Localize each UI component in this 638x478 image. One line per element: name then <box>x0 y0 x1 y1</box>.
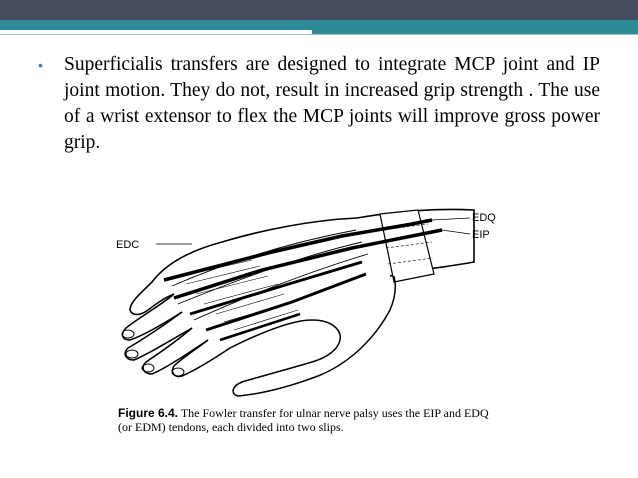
hand-tendon-figure: EDC EDQ EIP <box>112 190 512 400</box>
nail-middle <box>125 349 139 359</box>
header-bar-dark <box>0 0 638 20</box>
header-accent-bar <box>312 30 638 34</box>
bullet-paragraph: • Superficialis transfers are designed t… <box>38 52 600 156</box>
header-bar-teal <box>0 20 638 30</box>
caption-text: The Fowler transfer for ulnar nerve pals… <box>118 406 489 434</box>
little-finger <box>171 339 231 378</box>
tendon-slip-1 <box>189 260 363 316</box>
hand-illustration: EDC EDQ EIP <box>116 208 496 397</box>
label-eip: EIP <box>472 229 490 241</box>
middle-finger <box>124 311 193 361</box>
bullet-text: Superficialis transfers are designed to … <box>64 54 600 153</box>
edq-leader <box>431 217 471 221</box>
tendon-eip <box>173 228 443 300</box>
label-edq: EDQ <box>472 212 496 224</box>
label-edc: EDC <box>116 239 139 251</box>
caption-label: Figure 6.4. <box>118 406 179 420</box>
edc-tendons <box>171 229 369 321</box>
figure-caption: Figure 6.4. The Fowler transfer for ulna… <box>118 406 498 434</box>
nail-ring <box>141 363 155 373</box>
header-divider-line <box>0 34 638 35</box>
thumb-and-palm-outline <box>229 275 396 397</box>
hand-upper-outline <box>129 217 358 316</box>
eip-leader <box>441 229 471 235</box>
nail-index <box>121 329 135 339</box>
bullet-icon: • <box>38 57 43 73</box>
nail-little <box>171 367 185 377</box>
tendon-slip-3 <box>219 312 301 342</box>
